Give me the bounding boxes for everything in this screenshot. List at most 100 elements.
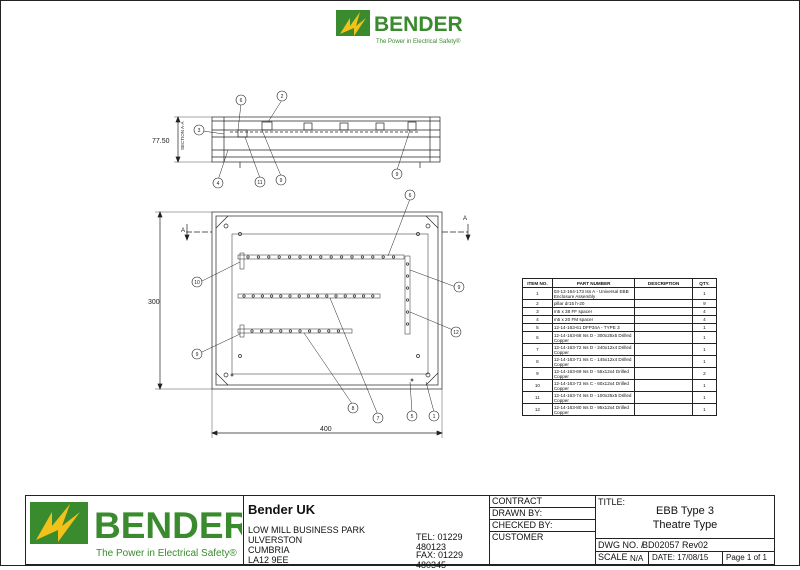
cell-description bbox=[634, 379, 693, 392]
item-balloon: 10 bbox=[191, 276, 203, 288]
cell-qty: 9 bbox=[691, 299, 718, 308]
balloon-number: 9 bbox=[196, 352, 199, 358]
bar-hole bbox=[334, 294, 338, 298]
item-balloon: 5 bbox=[406, 410, 418, 422]
bar-hole bbox=[288, 294, 292, 298]
balloon-number: 4 bbox=[217, 181, 220, 187]
balloon-number: 10 bbox=[194, 280, 200, 286]
item-balloon: 6 bbox=[404, 189, 416, 201]
balloon-number: 9 bbox=[280, 178, 283, 184]
cell-part-number: 12-14-163-71 Iss C - 145x12x4 Drilled Co… bbox=[551, 355, 636, 368]
item-balloon: 9 bbox=[391, 168, 403, 180]
title-line-1: EBB Type 3 bbox=[656, 505, 714, 517]
cell-description bbox=[634, 307, 693, 316]
address-line-3: CUMBRIA bbox=[248, 545, 290, 555]
bar-hole bbox=[242, 294, 246, 298]
bar-hole bbox=[306, 294, 310, 298]
balloon-number: 5 bbox=[411, 414, 414, 420]
checked-by-label: CHECKED BY: bbox=[490, 520, 595, 532]
scale-row: SCALE N/A DATE: 17/08/15 Page 1 of 1 bbox=[596, 551, 774, 564]
bar-hole bbox=[371, 294, 375, 298]
balloon-number: 9 bbox=[396, 172, 399, 178]
cell-item-no: 9 bbox=[522, 367, 553, 380]
cell-description bbox=[634, 315, 693, 324]
bar-hole bbox=[350, 255, 354, 259]
date-value: DATE: 17/08/15 bbox=[652, 553, 709, 562]
cell-item-no: 2 bbox=[522, 299, 553, 308]
balloon-number: 6 bbox=[409, 193, 412, 199]
dwg-no-value: BD02057 Rev02 bbox=[642, 540, 709, 550]
bar-hole bbox=[277, 255, 281, 259]
cell-description bbox=[634, 391, 693, 404]
item-balloon: 4 bbox=[212, 177, 224, 189]
address-block: LOW MILL BUSINESS PARK ULVERSTON CUMBRIA… bbox=[248, 525, 485, 565]
item-balloon: 6 bbox=[235, 94, 247, 106]
bar-hole bbox=[371, 255, 375, 259]
bar-hole bbox=[392, 255, 396, 259]
customer-label: CUSTOMER bbox=[492, 532, 544, 542]
cell-item-no: 8 bbox=[522, 355, 553, 368]
header-tagline: The Power in Electrical Safety® bbox=[376, 38, 461, 45]
item-balloon: 12 bbox=[450, 326, 462, 338]
drawn-by-label: DRAWN BY: bbox=[490, 508, 595, 520]
cell-part-number: 12-14-163-74 Iss D - 100x25x5 Drilled Co… bbox=[551, 391, 636, 404]
bender-logo-icon: BENDER The Power in Electrical Safety® bbox=[336, 10, 463, 45]
company-name: Bender UK bbox=[248, 502, 316, 517]
balloon-number: 8 bbox=[352, 406, 355, 412]
title-block-tagline: The Power in Electrical Safety® bbox=[96, 548, 237, 559]
bar-hole bbox=[256, 255, 260, 259]
cell-qty: 1 bbox=[691, 343, 718, 356]
title-block: BENDER The Power in Electrical Safety® B… bbox=[25, 495, 775, 570]
bar-hole bbox=[362, 294, 366, 298]
bar-hole bbox=[325, 294, 329, 298]
cell-part-number: 12-14-163-73 Iss C - 60x12x4 Drilled Cop… bbox=[551, 379, 636, 392]
item-balloon: 7 bbox=[372, 412, 384, 424]
cell-part-number: 12-14-163-69 Iss D - 55x12x4 Drilled Cop… bbox=[551, 367, 636, 380]
bar-hole bbox=[288, 255, 292, 259]
cell-qty: 1 bbox=[691, 403, 718, 416]
company-cell: Bender UK LOW MILL BUSINESS PARK ULVERST… bbox=[244, 496, 490, 570]
dim-width-plan: 400 bbox=[320, 426, 332, 433]
tel-number: TEL: 01229 480123 bbox=[416, 532, 463, 552]
parts-table-header: ITEM NO. PART NUMBER DESCRIPTION QTY. bbox=[522, 278, 718, 288]
balloon-number: 3 bbox=[198, 128, 201, 134]
address-line-2: ULVERSTON bbox=[248, 535, 303, 545]
bar-hole bbox=[405, 298, 410, 302]
scale-value: N/A bbox=[630, 554, 644, 563]
dim-height-top: 77.50 bbox=[152, 138, 170, 145]
cell-part-number: 12-14-163-61 DFP34A - TYPE 3 bbox=[551, 323, 636, 332]
bar-hole bbox=[405, 310, 410, 314]
bar-hole bbox=[381, 255, 385, 259]
cell-item-no: 5 bbox=[522, 323, 553, 332]
cell-item-no: 10 bbox=[522, 379, 553, 392]
cell-item-no: 7 bbox=[522, 343, 553, 356]
cell-description bbox=[634, 331, 693, 344]
balloon-number: 6 bbox=[240, 98, 243, 104]
balloon-number: 1 bbox=[433, 414, 436, 420]
bar-hole bbox=[360, 255, 364, 259]
bar-hole bbox=[319, 255, 323, 259]
cell-qty: 1 bbox=[691, 323, 718, 332]
cell-item-no: 3 bbox=[522, 307, 553, 316]
bar-hole bbox=[297, 294, 301, 298]
balloon-number: 7 bbox=[377, 416, 380, 422]
bar-hole bbox=[405, 274, 410, 278]
bar-hole bbox=[270, 294, 274, 298]
bar-hole bbox=[269, 329, 273, 333]
bar-hole bbox=[327, 329, 331, 333]
address-line-4: LA12 9EE bbox=[248, 555, 289, 565]
cell-description bbox=[634, 299, 693, 308]
item-balloon: 8 bbox=[347, 402, 359, 414]
cell-part-number: m5 x 38 FF spacer bbox=[551, 307, 636, 316]
cell-description bbox=[634, 367, 693, 380]
item-balloon: 2 bbox=[276, 90, 288, 102]
cell-item-no: 4 bbox=[522, 315, 553, 324]
bar-hole bbox=[336, 329, 340, 333]
